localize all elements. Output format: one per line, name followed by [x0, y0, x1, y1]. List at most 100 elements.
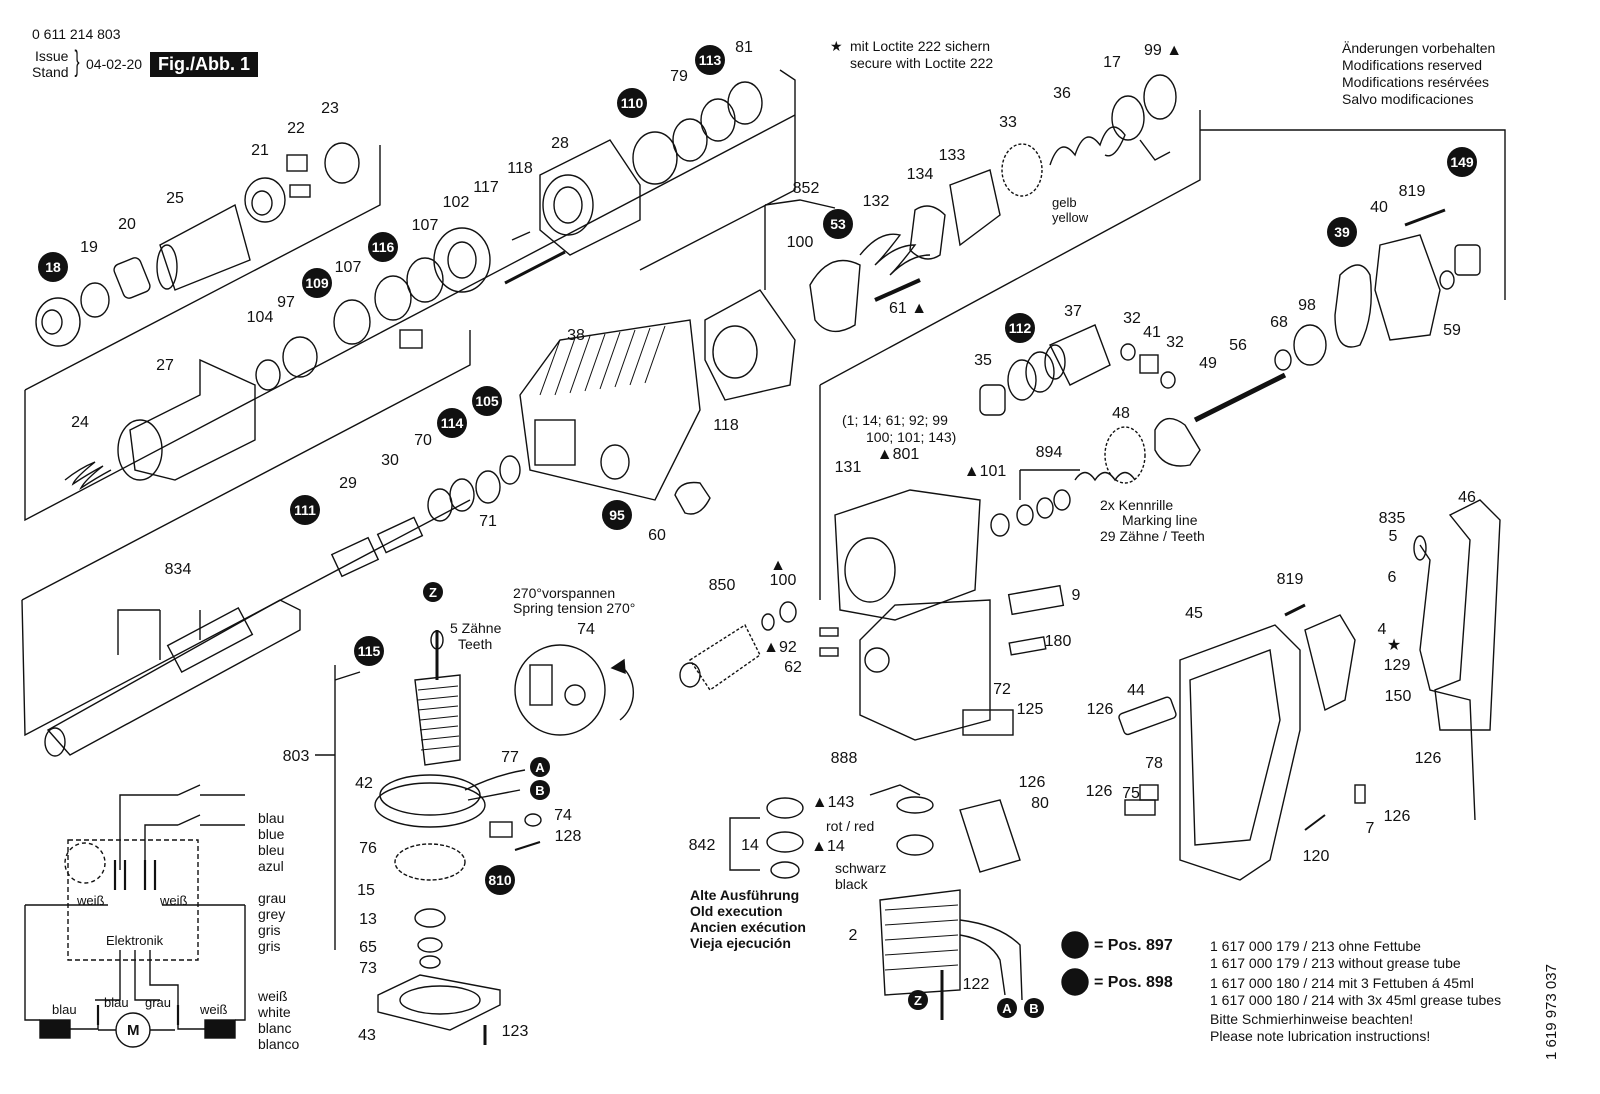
part-17-ring [1111, 95, 1145, 141]
frame-line [1200, 129, 1506, 300]
pos-897-line-2: 1 617 000 179 / 213 without grease tube [1210, 955, 1461, 971]
teeth-5-en: Teeth [458, 636, 493, 652]
part-label: 72 [993, 681, 1011, 698]
callout-b: B [530, 780, 550, 800]
part-label: 75 [1122, 785, 1140, 802]
callout-18: 18 [38, 252, 68, 282]
pos-898-line-2: 1 617 000 180 / 214 with 3x 45ml grease … [1210, 992, 1502, 1008]
part-33-gear [1001, 143, 1043, 197]
part-49-clutch [1154, 417, 1201, 467]
part-label: 5 [1389, 528, 1398, 545]
part-label: 60 [648, 527, 666, 544]
wire-blau-es: azul [258, 858, 284, 874]
part-75-bracket [1124, 799, 1156, 816]
part-label: 133 [939, 147, 966, 164]
part-label: 43 [358, 1027, 376, 1044]
wire-grau-fr: gris [258, 922, 281, 938]
part-label: 131 [835, 459, 862, 476]
part-44-plate [1118, 696, 1177, 736]
wire-blau-mid: blau [104, 995, 129, 1010]
callout-a: A [997, 998, 1017, 1018]
part-label: 888 [831, 750, 858, 767]
part-label: 65 [359, 939, 377, 956]
wire-weiss-right: weiß [160, 893, 188, 908]
callout-text: A [535, 760, 545, 775]
spring-tension-en: Spring tension 270° [513, 600, 636, 616]
part-80-board [959, 799, 1021, 873]
part-180-label [1008, 636, 1047, 656]
part-label: 28 [551, 135, 569, 152]
part-label: 27 [156, 357, 174, 374]
label-layer: 1920252122232879811181171021071079710427… [71, 39, 1476, 1044]
wire-weiss-es: blanco [258, 1036, 300, 1052]
part-label: 180 [1045, 633, 1072, 650]
wire-grau-de: grau [258, 890, 287, 906]
loctite-de: mit Loctite 222 sichern [850, 38, 991, 54]
part-7 [1354, 784, 1366, 804]
part-label: 123 [502, 1023, 529, 1040]
wire-weiss-bottom: weiß [200, 1002, 228, 1017]
part-label: 850 [709, 577, 736, 594]
part-label: 19 [80, 239, 98, 256]
part-label: 62 [784, 659, 802, 676]
part-label: 126 [1384, 808, 1411, 825]
part-label: 36 [1053, 85, 1071, 102]
part-label: 37 [1064, 303, 1082, 320]
part-112-ring [1007, 359, 1037, 401]
kennrille-label: 2x Kennrille [1100, 497, 1174, 513]
part-label: 79 [670, 68, 688, 85]
part-48-gear [1104, 426, 1146, 484]
part-label: 107 [412, 217, 439, 234]
part-label: 41 [1143, 324, 1161, 341]
old-execution-fr: Ancien exécution [690, 919, 806, 935]
part-label: 24 [71, 414, 89, 431]
part-label: 118 [507, 160, 533, 177]
callout-95: 95 [602, 500, 632, 530]
group-801-list: (1; 14; 61; 92; 99 [842, 412, 948, 428]
part-label: 59 [1443, 322, 1461, 339]
part-label: ▲14 [811, 838, 845, 855]
part-118-screw [511, 231, 531, 241]
part-label: 76 [359, 840, 377, 857]
legend-disc-898 [1061, 968, 1089, 996]
part-label: 129 [1384, 657, 1411, 674]
document-code: 1 619 973 037 [1543, 964, 1560, 1060]
part-label: 70 [414, 432, 432, 449]
part-25-cone [159, 203, 251, 291]
part-110-oring [632, 131, 678, 185]
frame-line [819, 110, 1201, 386]
wire-weiss-en: white [258, 1004, 291, 1020]
part-28-housing [539, 139, 641, 256]
part-label: 2 [849, 927, 858, 944]
part-888-housing [859, 599, 991, 741]
part-60-knob [674, 481, 711, 515]
callout-112: 112 [1005, 313, 1035, 343]
marking-line-label: Marking line [1122, 512, 1198, 528]
part-74-spring [524, 813, 542, 827]
part-label: 134 [907, 166, 934, 183]
part-5-sleeve [1413, 535, 1427, 561]
pos-897-line-1: 1 617 000 179 / 213 ohne Fettube [1210, 938, 1421, 954]
part-24-spring [64, 461, 112, 491]
part-label: ▲101 [964, 463, 1007, 480]
part-102-bearing [433, 227, 491, 293]
part-label: 21 [251, 142, 269, 159]
part-46-cover [1434, 499, 1501, 731]
part-label: 99 ▲ [1144, 42, 1182, 59]
part-104-ring [255, 359, 281, 391]
part-40-flange [1374, 234, 1441, 341]
part-114-washer [449, 478, 475, 512]
part-label: 104 [247, 309, 274, 326]
old-execution-en: Old execution [690, 903, 783, 919]
callout-text: 53 [830, 216, 846, 232]
frame-line [21, 499, 471, 737]
part-label: 42 [355, 775, 373, 792]
part-label: 46 [1458, 489, 1476, 506]
part-label: 97 [277, 294, 295, 311]
part-label: 68 [1270, 314, 1288, 331]
part-label: 9 [1072, 587, 1081, 604]
callout-text: 95 [609, 507, 625, 523]
part-label: ▲92 [763, 639, 797, 656]
issue-label: Issue [35, 48, 69, 64]
part-label: 56 [1229, 337, 1247, 354]
